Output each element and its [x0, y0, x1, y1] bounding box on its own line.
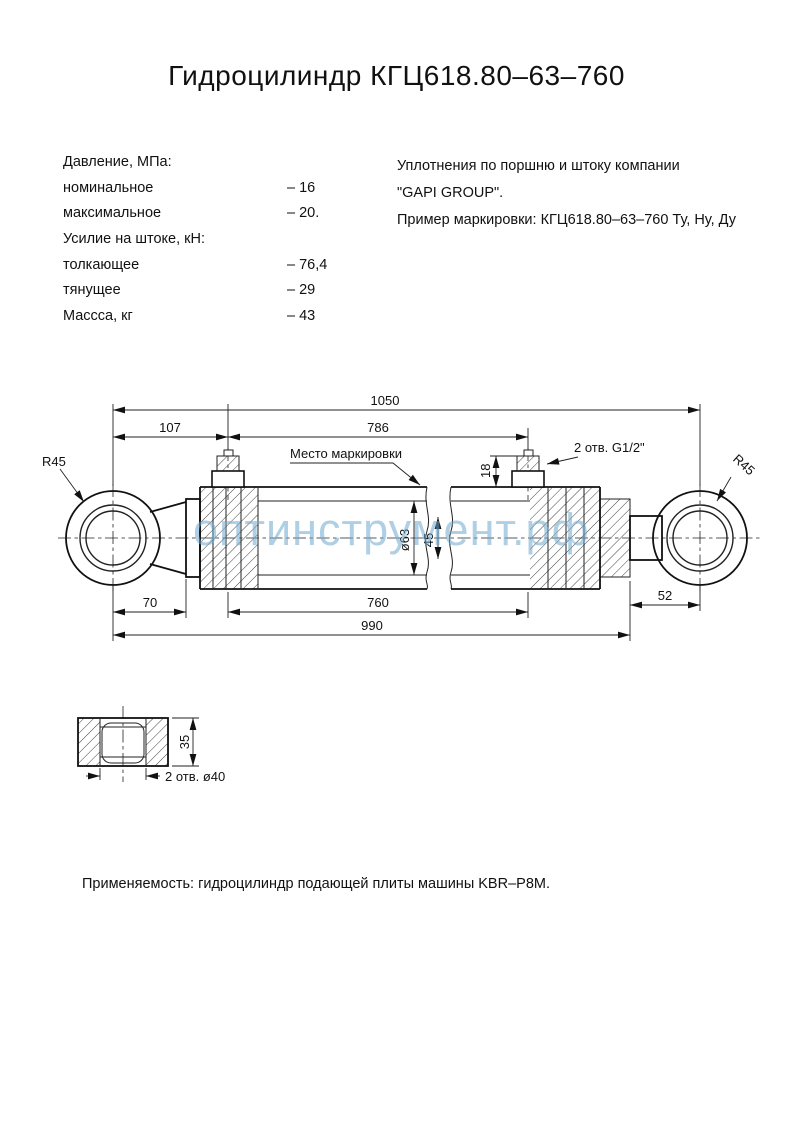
gland-section-hatch	[200, 487, 258, 589]
radius-left-label: R45	[42, 454, 66, 469]
top-extension-lines	[112, 404, 701, 486]
spec-row: тянущее – 29	[63, 277, 327, 303]
spec-value: – 20.	[287, 205, 320, 222]
dim-1050: 1050	[371, 393, 400, 408]
radius-right-label: R45	[730, 451, 758, 478]
section-division-lines	[212, 487, 585, 589]
spec-value: – 16	[287, 179, 316, 196]
detail-bore-lines	[99, 718, 147, 766]
marking-leader	[290, 462, 421, 486]
spec-value: – 29	[287, 282, 316, 299]
detail-wall-left	[77, 717, 101, 767]
right-eye-bushing	[666, 504, 734, 572]
spec-value: – 76,4	[287, 256, 328, 273]
port-left	[211, 449, 245, 488]
application-note: Применяемость: гидроцилиндр подающей пли…	[82, 876, 550, 892]
ports-leader	[546, 456, 579, 465]
spec-value: – 43	[287, 307, 316, 324]
spec-label: номинальное	[63, 179, 154, 196]
note-line: Уплотнения по поршню и штоку компании	[397, 158, 680, 174]
dim-786: 786	[367, 420, 389, 435]
piston-rod	[629, 515, 663, 561]
note-line: "GAPI GROUP".	[397, 185, 504, 201]
dim-990: 990	[361, 618, 383, 633]
detail-bushing	[101, 722, 145, 764]
holes-label: 2 отв. ø40	[165, 769, 225, 784]
spec-label: тянущее	[63, 282, 121, 299]
spec-label: толкающее	[63, 256, 140, 273]
spec-row: максимальное – 20.	[63, 200, 327, 226]
detail-view: 35 2 отв. ø40	[77, 706, 225, 784]
spec-row: Усилие на штоке, кН:	[63, 226, 327, 252]
spec-label: Давление, МПа:	[63, 153, 172, 170]
right-eye-outer	[652, 490, 748, 586]
dim-107: 107	[159, 420, 181, 435]
end-cap	[599, 498, 631, 578]
dim-35: 35	[177, 735, 192, 749]
left-eye-outer	[65, 490, 161, 586]
dim-45: 45	[421, 533, 436, 547]
note-line: Пример маркировки: КГЦ618.80–63–760 Ту, …	[397, 212, 737, 228]
dim-760: 760	[367, 595, 389, 610]
spec-label: максимальное	[63, 205, 162, 222]
r45-left-leader	[59, 468, 85, 503]
spec-label: Усилие на штоке, кН:	[63, 230, 205, 247]
dim-18: 18	[478, 464, 493, 478]
main-view: 1050 107 786 18 2 отв. G1/2" Место марки…	[42, 393, 760, 641]
spec-label: Массса, кг	[63, 307, 133, 324]
cap-section-hatch	[530, 487, 600, 589]
break-line	[425, 486, 430, 590]
marking-label: Место маркировки	[290, 446, 402, 461]
spec-row: номинальное – 16	[63, 175, 327, 201]
dim-d63: ø63	[397, 529, 412, 551]
spec-row: Массса, кг – 43	[63, 303, 327, 329]
right-eye-bore	[672, 510, 728, 566]
page-title: Гидроцилиндр КГЦ618.80–63–760	[168, 60, 625, 91]
dim-52: 52	[658, 588, 672, 603]
dim-70: 70	[143, 595, 157, 610]
left-eye-bore	[85, 510, 141, 566]
port-right	[511, 449, 545, 488]
bore-lines	[258, 500, 530, 576]
detail-wall-right	[145, 717, 169, 767]
r45-right-leader	[716, 476, 732, 502]
specs-table: Давление, МПа: номинальное – 16 максимал…	[63, 149, 327, 329]
detail-outline	[77, 717, 169, 767]
spec-row: толкающее – 76,4	[63, 252, 327, 278]
left-eye-bushing	[79, 504, 147, 572]
notes-block: Уплотнения по поршню и штоку компании "G…	[397, 153, 736, 234]
ports-label: 2 отв. G1/2"	[574, 440, 645, 455]
break-line	[449, 486, 454, 590]
left-collar	[185, 498, 201, 578]
left-neck	[149, 501, 187, 575]
spec-row: Давление, МПа:	[63, 149, 327, 175]
